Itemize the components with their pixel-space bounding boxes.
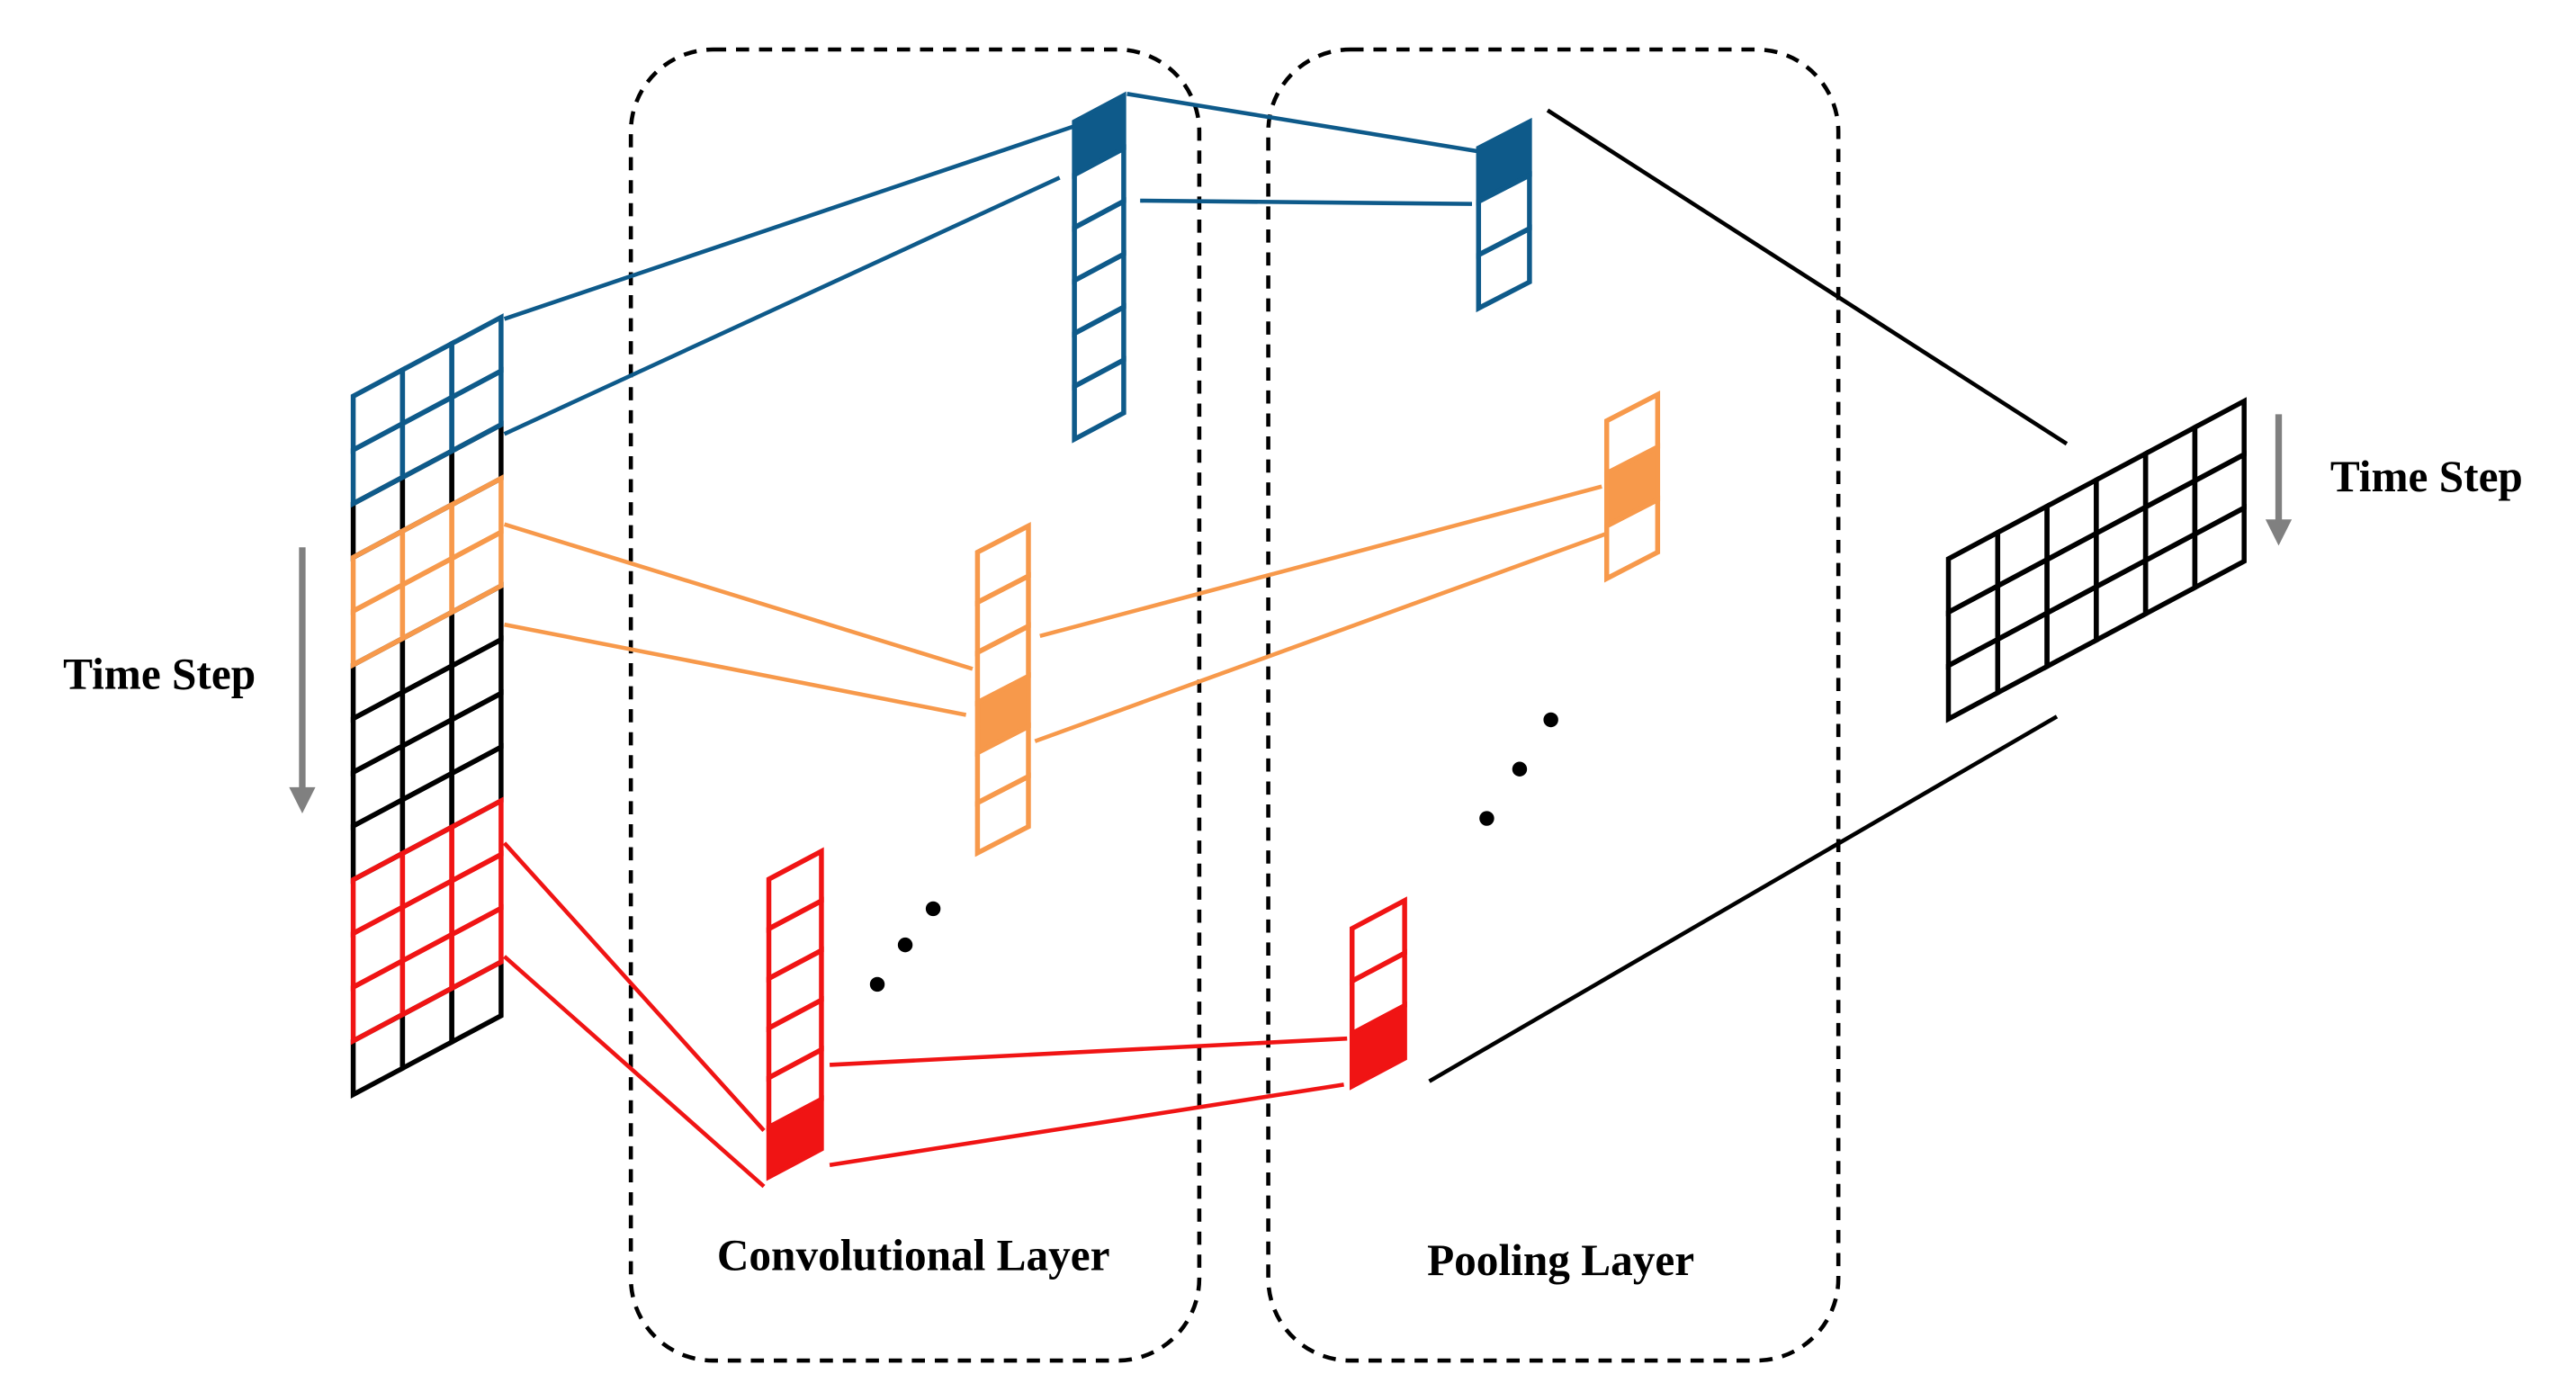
time-step-label-right: Time Step (2330, 452, 2523, 501)
pool-layer-box (1266, 47, 1841, 1363)
input-matrix-cell (399, 554, 454, 643)
input-matrix-cell (350, 956, 406, 1046)
input-matrix-cell (399, 392, 454, 482)
blue-connection-line (503, 175, 1061, 436)
pool-vector-orange-cell (1603, 495, 1661, 583)
orange-connection-line (504, 622, 967, 717)
pool-vector-red-cell (1349, 1001, 1407, 1091)
ellipsis-dot (897, 937, 913, 953)
pool-layer-label: Pooling Layer (1427, 1235, 1694, 1285)
time-step-arrow-left-head (289, 786, 316, 814)
output-connection-line (1428, 714, 2059, 1083)
red-connection-line (502, 841, 766, 1132)
pool-vector-blue-cell (1476, 224, 1532, 313)
red-connection-line (829, 1082, 1344, 1168)
blue-connection-line (1126, 92, 1479, 154)
output-matrix-cell (2094, 556, 2149, 644)
input-matrix-cell (449, 527, 504, 616)
ellipsis-dot (1479, 811, 1494, 826)
conv-vector-red-cell (766, 1095, 824, 1181)
ellipsis-dot (1512, 761, 1528, 777)
output-matrix-cell (2142, 530, 2198, 618)
ellipsis-dot (1543, 712, 1558, 728)
output-matrix-cell (1995, 608, 2050, 697)
conv-layer-label: Convolutional Layer (717, 1231, 1110, 1280)
conv-vector-blue-cell (1072, 355, 1126, 444)
red-connection-line (503, 955, 766, 1189)
output-matrix-cell (2192, 503, 2247, 592)
blue-connection-line (1140, 198, 1473, 206)
time-step-label-left: Time Step (63, 649, 256, 698)
input-matrix-cell (449, 366, 504, 455)
time-step-arrow-right-head (2265, 519, 2293, 546)
ellipsis-dot (869, 976, 885, 992)
orange-connection-line (1034, 532, 1606, 743)
conv-layer-box (628, 47, 1202, 1363)
blue-connection-line (503, 122, 1079, 321)
input-matrix-cell (449, 903, 504, 992)
input-matrix-cell (350, 419, 406, 508)
orange-connection-line (1039, 484, 1602, 639)
output-connection-line (1546, 108, 2069, 446)
input-matrix-cell (350, 580, 406, 669)
conv-vector-orange-cell (974, 772, 1031, 858)
output-matrix-cell (2044, 582, 2099, 671)
input-matrix-cell (399, 930, 454, 1019)
red-connection-line (829, 1036, 1348, 1067)
ellipsis-dot (925, 901, 941, 917)
output-matrix-cell (1945, 634, 2001, 723)
orange-connection-line (503, 522, 974, 671)
